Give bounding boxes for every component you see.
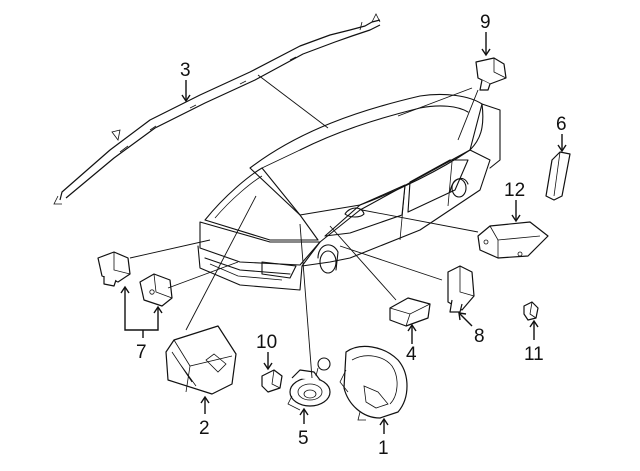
- callout-1: 1: [378, 438, 389, 459]
- callout-4: 4: [406, 344, 417, 365]
- part-5-clockspring[interactable]: [287, 357, 331, 411]
- callout-2: 2: [199, 418, 210, 439]
- callout-12: 12: [504, 180, 525, 201]
- part-7-front-sensor-right[interactable]: [139, 273, 173, 307]
- part-10-connector[interactable]: [261, 369, 283, 393]
- callout-7: 7: [136, 342, 147, 363]
- part-1-driver-airbag[interactable]: [339, 345, 408, 421]
- part-4-module[interactable]: [389, 297, 431, 327]
- callout-arrows: [120, 32, 567, 434]
- callout-numbers: 3 9 6 12 8 4 11 10 7 2 5 1: [136, 12, 567, 459]
- callout-6: 6: [556, 114, 567, 135]
- part-3-curtain-airbag[interactable]: [53, 13, 381, 205]
- part-7-front-sensor-left[interactable]: [97, 251, 131, 287]
- callout-11: 11: [524, 344, 544, 365]
- part-8-impact-sensor[interactable]: [447, 265, 475, 313]
- callout-3: 3: [180, 60, 191, 81]
- part-12-control-module[interactable]: [477, 221, 549, 259]
- part-9-sensor[interactable]: [475, 57, 507, 91]
- callout-10: 10: [256, 332, 277, 353]
- callout-8: 8: [474, 326, 485, 347]
- part-11-clip[interactable]: [523, 301, 539, 321]
- part-2-passenger-airbag[interactable]: [165, 325, 237, 395]
- callout-9: 9: [480, 12, 491, 33]
- leader-lines: [129, 74, 479, 379]
- vehicle-outline: [197, 93, 501, 291]
- part-6-sensor[interactable]: [545, 151, 571, 201]
- callout-5: 5: [298, 428, 309, 449]
